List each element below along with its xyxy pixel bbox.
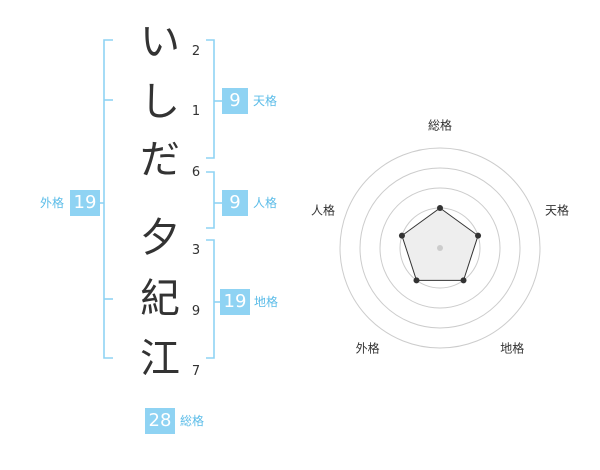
chikaku-label: 地格 (254, 295, 279, 309)
radar-axis-label-jinkaku: 人格 (311, 203, 336, 218)
radar-axis-label-soukaku: 総格 (427, 118, 453, 133)
radar-center-dot (437, 245, 443, 251)
tenkaku-value-badge: 9 (222, 88, 248, 114)
gaikaku-bracket (103, 39, 113, 359)
radar-polygon (401, 207, 479, 281)
name-char-6: 江 (140, 336, 180, 382)
stroke-count-3: 6 (191, 165, 201, 180)
stroke-count-2: 1 (191, 104, 201, 119)
radar-ring-4 (359, 167, 521, 329)
name-char-5: 紀 (140, 276, 180, 322)
soukaku-value-badge: 28 (145, 408, 175, 434)
name-char-3: だ (140, 137, 180, 183)
radar-ring-5 (339, 147, 541, 349)
radar-axis-label-chikaku: 地格 (500, 341, 525, 355)
radar-point-3 (460, 277, 467, 284)
tenkaku-bracket (206, 39, 215, 159)
name-char-1: い (140, 19, 180, 65)
radar-point-2 (475, 232, 482, 239)
radar-point-4 (413, 277, 420, 284)
name-char-4: 夕 (140, 215, 180, 261)
radar-point-5 (398, 232, 405, 239)
name-char-2: し (140, 79, 180, 125)
stroke-count-6: 7 (191, 364, 201, 379)
gaikaku-label: 外格 (40, 196, 65, 210)
jinkaku-value-badge: 9 (222, 190, 248, 216)
radar-point-1 (437, 205, 443, 211)
gaikaku-value-badge: 19 (70, 190, 100, 216)
jinkaku-label: 人格 (253, 196, 278, 210)
radar-ring-3 (379, 187, 501, 309)
radar-axis-label-gaikaku: 外格 (355, 341, 380, 355)
radar-axis-label-tenkaku: 天格 (544, 203, 569, 218)
stroke-count-4: 3 (191, 243, 201, 258)
stroke-count-5: 9 (191, 304, 201, 319)
stroke-count-1: 2 (191, 44, 201, 59)
tenkaku-label: 天格 (253, 94, 278, 108)
jinkaku-bracket (206, 171, 215, 229)
chikaku-bracket (206, 239, 215, 359)
soukaku-label: 総格 (180, 414, 205, 428)
chikaku-value-badge: 19 (220, 289, 250, 315)
